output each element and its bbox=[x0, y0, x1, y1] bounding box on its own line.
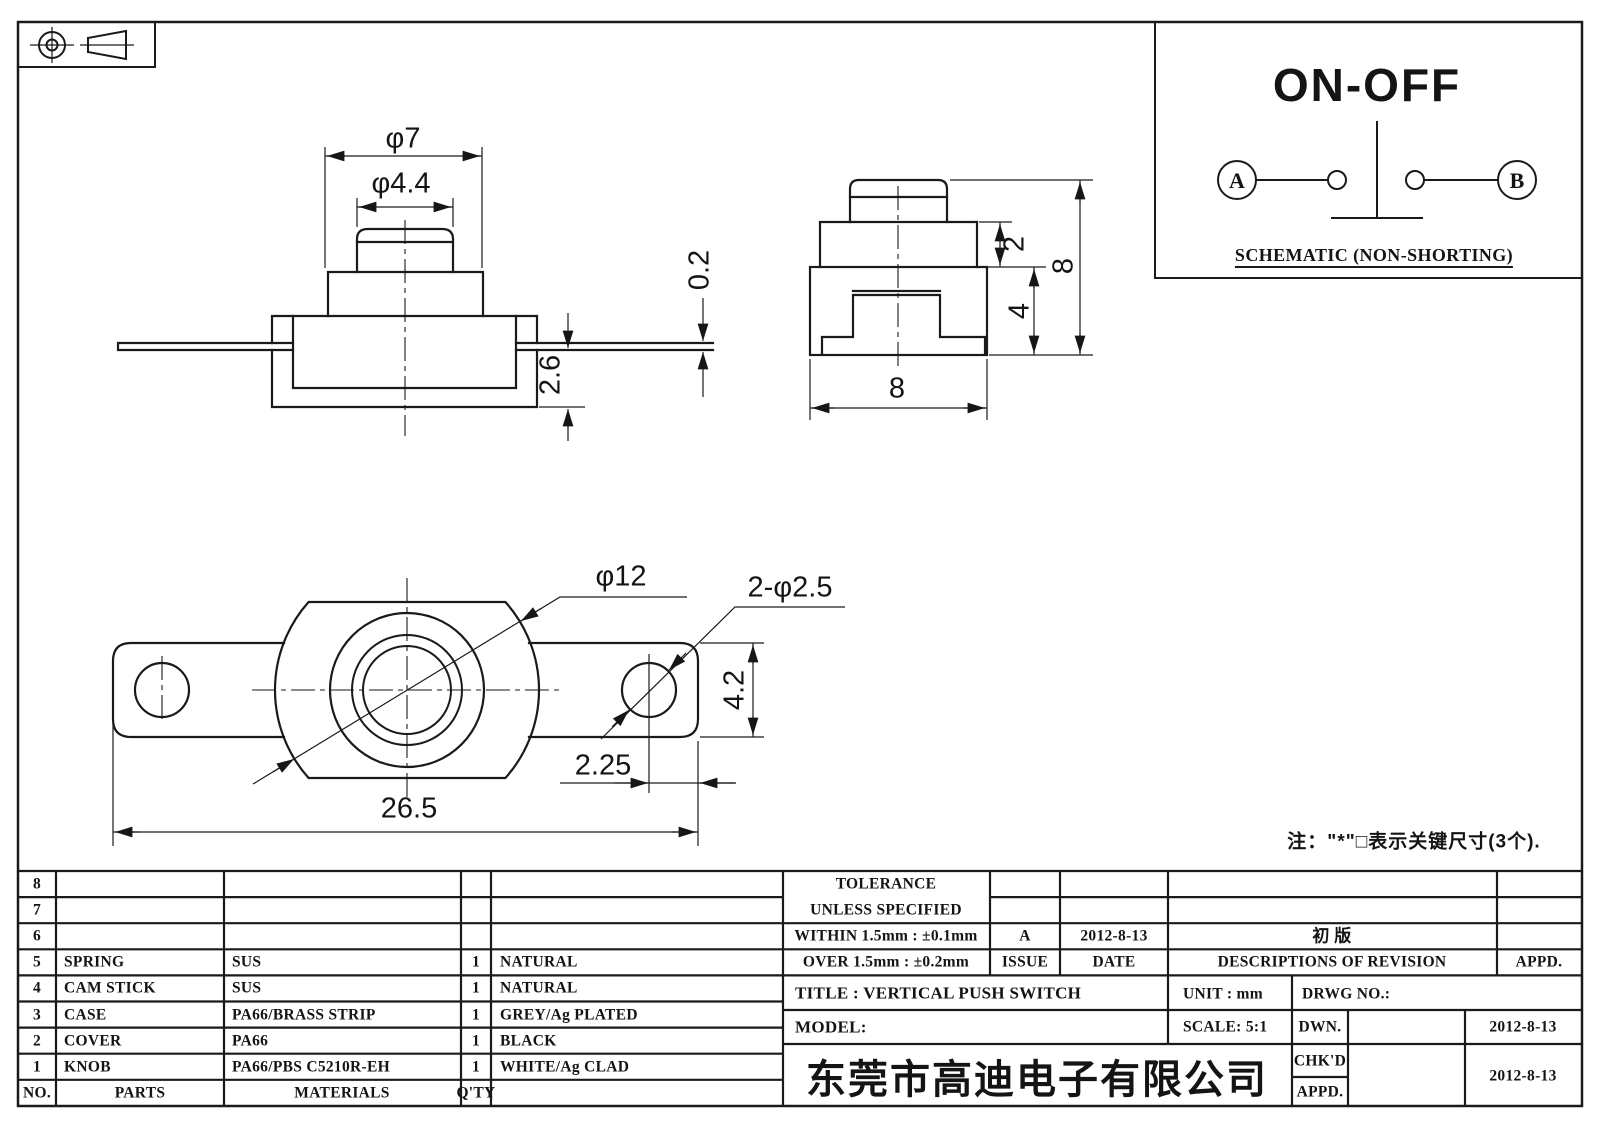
terminal-a-label: A bbox=[1229, 168, 1245, 193]
third-angle-projection-icon bbox=[17, 21, 156, 68]
parts-row-material: SUS bbox=[232, 953, 262, 971]
parts-row-part: CAM STICK bbox=[64, 979, 156, 997]
parts-row-color: NATURAL bbox=[500, 953, 578, 971]
chkd-label: CHK'D bbox=[1293, 1052, 1347, 1070]
parts-header-qty: Q'TY bbox=[456, 1084, 496, 1102]
parts-row-no: 2 bbox=[32, 1032, 42, 1050]
dim-side-body-height: 4 bbox=[1003, 302, 1036, 320]
appd-label: APPD. bbox=[1296, 1083, 1344, 1101]
tolerance-subtitle: UNLESS SPECIFIED bbox=[810, 901, 962, 919]
dim-side-step-height: 2 bbox=[998, 235, 1031, 253]
parts-row-qty: 1 bbox=[471, 1032, 481, 1050]
tolerance-over: OVER 1.5mm : ±0.2mm bbox=[802, 953, 970, 971]
parts-row-no: 5 bbox=[32, 953, 42, 971]
parts-row-qty: 1 bbox=[471, 953, 481, 971]
parts-row-color: WHITE/Ag CLAD bbox=[500, 1058, 630, 1076]
tolerance-within: WITHIN 1.5mm : ±0.1mm bbox=[794, 927, 978, 945]
parts-row-color: BLACK bbox=[500, 1032, 557, 1050]
model-field: MODEL: bbox=[795, 1017, 867, 1037]
drwg-no-field: DRWG NO.: bbox=[1302, 985, 1391, 1003]
parts-row-no: 3 bbox=[32, 1006, 42, 1024]
parts-row-part: CASE bbox=[64, 1006, 107, 1024]
parts-row-qty: 1 bbox=[471, 1006, 481, 1024]
dim-front-outer-diameter: φ7 bbox=[385, 122, 421, 155]
dim-front-base-height: 2.6 bbox=[534, 354, 567, 396]
dim-bottom-body-diameter: φ12 bbox=[595, 560, 647, 593]
company-name: 东莞市高迪电子有限公司 bbox=[806, 1058, 1268, 1102]
front-view-drawing bbox=[116, 147, 715, 441]
parts-header-materials: MATERIALS bbox=[294, 1084, 390, 1102]
parts-row-part: SPRING bbox=[64, 953, 125, 971]
revision-appd-header: APPD. bbox=[1515, 953, 1563, 971]
parts-row-material: PA66/BRASS STRIP bbox=[232, 1006, 376, 1024]
chkd-date: 2012-8-13 bbox=[1489, 1067, 1557, 1085]
parts-row-color: NATURAL bbox=[500, 979, 578, 997]
dim-bottom-hole-offset: 2.25 bbox=[574, 749, 632, 782]
schematic-panel-linework bbox=[1154, 21, 1583, 279]
parts-row-no: 4 bbox=[32, 979, 42, 997]
parts-row-no: 1 bbox=[32, 1058, 42, 1076]
terminal-b-label: B bbox=[1509, 168, 1525, 193]
parts-row-material: PA66/PBS C5210R-EH bbox=[232, 1058, 390, 1076]
dim-bottom-mount-holes: 2-φ2.5 bbox=[747, 571, 833, 604]
parts-row-material: SUS bbox=[232, 979, 262, 997]
bottom-view-drawing bbox=[111, 578, 845, 846]
issue-value: A bbox=[1019, 927, 1031, 945]
dim-front-terminal-thickness: 0.2 bbox=[683, 249, 716, 291]
sheet-border bbox=[16, 20, 1584, 1108]
parts-row-color: GREY/Ag PLATED bbox=[500, 1006, 638, 1024]
dwn-label: DWN. bbox=[1298, 1018, 1342, 1036]
parts-row-part: KNOB bbox=[64, 1058, 111, 1076]
parts-row-qty: 1 bbox=[471, 1058, 481, 1076]
dim-side-body-width: 8 bbox=[888, 372, 906, 405]
dim-front-knob-diameter: φ4.4 bbox=[371, 167, 431, 200]
date-label: DATE bbox=[1092, 953, 1136, 971]
parts-row-no: 8 bbox=[32, 875, 42, 893]
unit-field: UNIT : mm bbox=[1183, 985, 1263, 1003]
schematic-title: ON-OFF bbox=[1272, 59, 1462, 111]
revision-header: DESCRIPTIONS OF REVISION bbox=[1217, 953, 1447, 971]
dim-side-total-height: 8 bbox=[1047, 257, 1080, 275]
parts-row-no: 6 bbox=[32, 927, 42, 945]
revision-description: 初 版 bbox=[1312, 926, 1352, 946]
key-dimension-note: 注："*"□表示关键尺寸(3个). bbox=[1287, 831, 1541, 853]
dim-bottom-total-length: 26.5 bbox=[380, 792, 438, 825]
parts-header-parts: PARTS bbox=[114, 1084, 166, 1102]
side-view-drawing bbox=[808, 178, 1093, 420]
parts-header-no: NO. bbox=[22, 1084, 52, 1102]
title-block-grid bbox=[18, 869, 1582, 1106]
parts-row-qty: 1 bbox=[471, 979, 481, 997]
scale-field: SCALE: 5:1 bbox=[1183, 1018, 1268, 1036]
dim-bottom-tab-width: 4.2 bbox=[718, 669, 751, 711]
dwn-date: 2012-8-13 bbox=[1489, 1018, 1557, 1036]
issue-date-value: 2012-8-13 bbox=[1080, 927, 1148, 945]
schematic-caption: SCHEMATIC (NON-SHORTING) bbox=[1234, 246, 1514, 268]
issue-label: ISSUE bbox=[1001, 953, 1049, 971]
parts-row-part: COVER bbox=[64, 1032, 122, 1050]
parts-row-no: 7 bbox=[32, 901, 42, 919]
tolerance-title: TOLERANCE bbox=[835, 875, 937, 893]
parts-row-material: PA66 bbox=[232, 1032, 269, 1050]
drawing-title: TITLE : VERTICAL PUSH SWITCH bbox=[795, 983, 1082, 1003]
